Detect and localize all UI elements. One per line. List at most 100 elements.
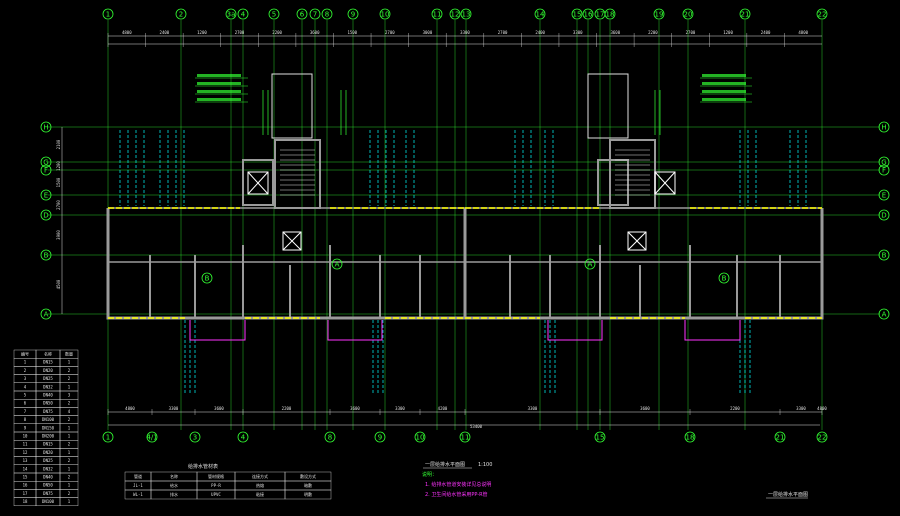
axis-bottom-8-circle (594, 431, 606, 443)
axis-left-4-label: D (43, 211, 48, 219)
fixture-text-13-2: 2 (68, 458, 71, 463)
axis-right-2-label: F (882, 166, 886, 174)
water-supply-pipes (108, 207, 822, 319)
axis-top-1-circle (175, 8, 187, 20)
axis-right-5-label: B (882, 251, 887, 259)
axis-left-5-circle (40, 249, 52, 261)
overall-dimension: 53400 (470, 424, 483, 429)
fixture-text-17-0: 17 (23, 491, 28, 496)
dim-top-value-12: 3300 (573, 30, 583, 35)
dim-top-value-13: 3600 (610, 30, 620, 35)
axis-top-8-label: 9 (351, 10, 355, 18)
stair-cores (242, 73, 656, 209)
dim-left-value-3: 2700 (56, 200, 61, 210)
axis-top-21-circle (816, 8, 828, 20)
axis-top-6-circle (309, 8, 321, 20)
fixture-text-13-0: 13 (23, 458, 28, 463)
material-text-0-3: 连接方式 (252, 473, 268, 479)
fixture-text-4-0: 4 (24, 384, 27, 389)
roof-shaft-east (587, 73, 629, 139)
axis-bottom-9-label: 18 (686, 433, 695, 441)
dim-bottom-value-11: 4800 (817, 406, 827, 411)
dim-bottom-value-3: 2200 (282, 406, 292, 411)
fixture-text-11-0: 11 (23, 442, 28, 447)
axis-top-7-circle (321, 8, 333, 20)
dim-bottom-value-2: 3600 (214, 406, 224, 411)
fixture-text-16-0: 16 (23, 483, 28, 488)
axis-top-17-label: 18 (606, 10, 615, 18)
dim-bottom-value-6: 4200 (438, 406, 448, 411)
axis-top-21-label: 22 (818, 10, 827, 18)
axis-top-18-circle (653, 8, 665, 20)
stair-treads (280, 149, 650, 196)
leader-label-5 (702, 82, 746, 85)
fixture-text-0-0: 编号 (21, 351, 29, 357)
material-text-1-1: 给水 (170, 482, 178, 488)
leader-label-1 (197, 82, 241, 85)
fixture-text-14-1: DN32 (43, 466, 53, 471)
fixture-text-18-2: 1 (68, 499, 71, 504)
axis-top-6-label: 7 (313, 10, 317, 18)
axis-right-0-circle (878, 121, 890, 133)
dim-left-value-1: 1200 (56, 161, 61, 171)
axis-bottom-4-circle (324, 431, 336, 443)
fixture-text-18-0: 18 (23, 499, 28, 504)
axis-left-0-label: H (43, 123, 48, 131)
axis-top-3-circle (237, 8, 249, 20)
fixture-text-1-1: DN15 (43, 360, 53, 365)
balcony-outlines (189, 320, 741, 341)
dim-top-value-17: 2400 (761, 30, 771, 35)
axis-top-20-circle (739, 8, 751, 20)
axis-bottom-11-label: 22 (818, 433, 827, 441)
axis-top-2-label: 3a (227, 10, 236, 18)
fixture-text-7-2: 4 (68, 409, 71, 414)
material-table-title: 给排水管材表 (188, 463, 218, 470)
axis-left-3-label: E (44, 191, 48, 199)
fixture-text-3-2: 2 (68, 376, 71, 381)
axis-top-19-circle (682, 8, 694, 20)
elevators (247, 171, 676, 251)
dim-top-value-4: 2200 (272, 30, 282, 35)
material-cell-2-4 (284, 489, 332, 500)
axis-right-1-circle (878, 156, 890, 168)
dim-top-value-3: 2700 (235, 30, 245, 35)
axis-top-4-circle (268, 8, 280, 20)
dim-left-value-5: 4500 (56, 279, 61, 289)
axis-top-3-label: 4 (241, 10, 246, 18)
axis-top-10-label: 11 (433, 10, 442, 18)
plan-title-right: 一层给排水平面图 (768, 491, 808, 498)
axis-bottom-4-label: 8 (328, 433, 332, 441)
axis-top-16-label: 17 (596, 10, 605, 18)
fixture-text-5-1: DN40 (43, 393, 53, 398)
axis-left-6-circle (40, 308, 52, 320)
axis-top-20-label: 21 (741, 10, 750, 18)
dim-top-value-10: 2700 (498, 30, 508, 35)
fixture-cell-18-2 (59, 497, 79, 507)
axis-left-5-label: B (44, 251, 49, 259)
stair-core-west-b (274, 139, 321, 209)
axis-bottom-7-label: 11 (461, 433, 470, 441)
fixture-text-1-0: 1 (24, 360, 27, 365)
fixture-text-7-1: DN75 (43, 409, 53, 414)
axis-top-10-circle (431, 8, 443, 20)
axis-top-12-label: 13 (462, 10, 471, 18)
axis-top-17-circle (604, 8, 616, 20)
dim-bottom-value-1: 3300 (169, 406, 179, 411)
axis-top-2-circle (225, 8, 237, 20)
axis-left-4-circle (40, 209, 52, 221)
axis-top-1-label: 2 (179, 10, 183, 18)
fixture-text-9-1: DN150 (42, 425, 55, 430)
axis-right-6-circle (878, 308, 890, 320)
fixture-text-15-1: DN40 (43, 475, 53, 480)
dim-top-value-7: 2700 (385, 30, 395, 35)
axis-top-15-label: 16 (584, 10, 593, 18)
roof-shaft-west (271, 73, 313, 139)
axis-bottom-10-circle (774, 431, 786, 443)
dim-bottom-value-8: 3600 (640, 406, 650, 411)
